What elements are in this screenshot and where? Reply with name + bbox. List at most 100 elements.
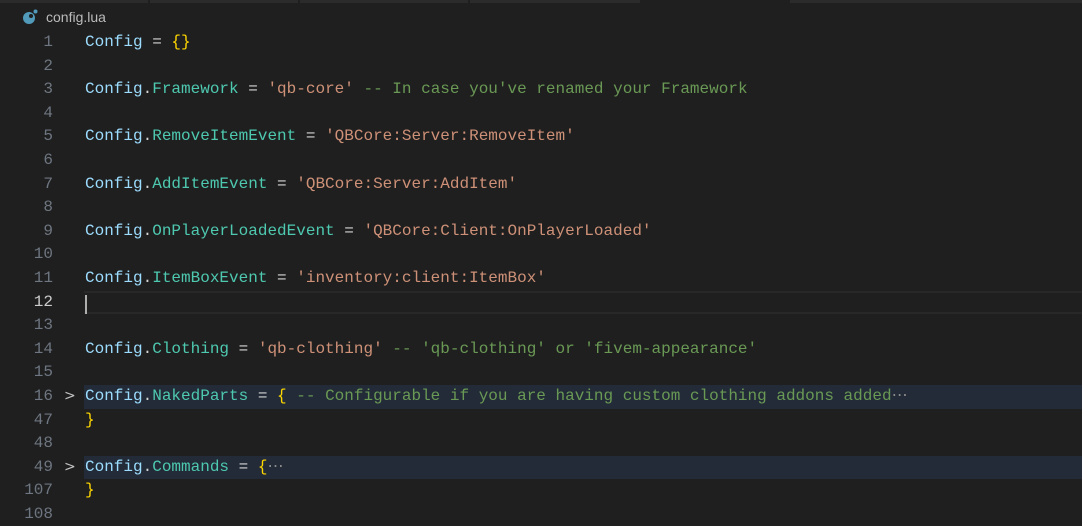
code-line[interactable]: 8 (0, 196, 1082, 220)
code-area[interactable]: } (84, 409, 1082, 433)
code-line[interactable]: 9 Config.OnPlayerLoadedEvent = 'QBCore:Cl… (0, 220, 1082, 244)
line-number: 49 (33, 457, 53, 476)
line-number: 5 (43, 127, 53, 146)
comment: -- Configurable if you are having custom… (286, 386, 892, 405)
code-line[interactable]: 47} (0, 409, 1082, 433)
chevron-right-icon[interactable]: > (64, 387, 76, 404)
breadcrumb[interactable]: config.lua (22, 6, 106, 28)
code-area[interactable] (84, 361, 1082, 385)
code-line[interactable]: 108 (0, 503, 1082, 526)
code-text: Config.OnPlayerLoadedEvent = 'QBCore:Cli… (85, 220, 652, 244)
tab-segment[interactable] (0, 0, 148, 3)
code-text: Config.ItemBoxEvent = 'inventory:client:… (85, 267, 546, 291)
tab-segment[interactable] (790, 0, 1082, 3)
code-line[interactable]: 13 (0, 314, 1082, 338)
string-literal: 'QBCore:Server:RemoveItem' (325, 127, 575, 146)
tab-segment[interactable] (300, 0, 468, 3)
tab-segment[interactable] (150, 0, 298, 3)
code-line[interactable]: 5 Config.RemoveItemEvent = 'QBCore:Server… (0, 125, 1082, 149)
code-area[interactable]: Config = {} (84, 31, 1082, 55)
breadcrumb-file-name[interactable]: config.lua (46, 9, 106, 25)
operator: = (238, 80, 268, 99)
comment: -- 'qb-clothing' or 'fivem-appearance' (382, 339, 758, 358)
property: RemoveItemEvent (152, 127, 297, 146)
code-area[interactable] (84, 102, 1082, 126)
string-literal: 'inventory:client:ItemBox' (296, 268, 546, 287)
folded-ellipsis[interactable]: ⋯ (267, 457, 284, 476)
code-area[interactable] (84, 314, 1082, 338)
code-line[interactable]: 107} (0, 479, 1082, 503)
code-area[interactable] (84, 55, 1082, 79)
code-line[interactable]: 10 (0, 243, 1082, 267)
folded-ellipsis[interactable]: ⋯ (891, 386, 908, 405)
operator: . (142, 174, 153, 193)
code-text: } (85, 409, 95, 433)
code-line[interactable]: 48 (0, 432, 1082, 456)
line-number: 108 (24, 504, 53, 523)
code-line[interactable]: 4 (0, 102, 1082, 126)
code-line[interactable]: 6 (0, 149, 1082, 173)
identifier: Config (85, 127, 143, 146)
code-area[interactable]: } (84, 479, 1082, 503)
identifier: Config (85, 457, 143, 476)
string-literal: 'QBCore:Server:AddItem' (296, 174, 518, 193)
code-area[interactable] (84, 243, 1082, 267)
property: ItemBoxEvent (152, 268, 268, 287)
code-text: Config.Framework = 'qb-core' -- In case … (85, 78, 748, 102)
code-area[interactable]: Config.RemoveItemEvent = 'QBCore:Server:… (84, 125, 1082, 149)
line-number: 8 (43, 198, 53, 217)
code-area[interactable]: Config.Clothing = 'qb-clothing' -- 'qb-c… (84, 338, 1082, 362)
property: Commands (152, 457, 230, 476)
code-text: } (85, 479, 95, 503)
operator: = (248, 386, 278, 405)
operator: = (142, 33, 172, 51)
line-number: 3 (43, 80, 53, 99)
operator: = (296, 127, 326, 146)
code-area[interactable]: Config.Commands = {⋯ (84, 455, 1082, 480)
property: Clothing (152, 339, 230, 358)
lua-file-icon (22, 9, 38, 25)
code-area[interactable] (84, 290, 1082, 315)
brace: { (257, 457, 268, 476)
code-area[interactable]: Config.ItemBoxEvent = 'inventory:client:… (84, 267, 1082, 291)
code-area[interactable]: Config.AddItemEvent = 'QBCore:Server:Add… (84, 173, 1082, 197)
line-number: 10 (33, 245, 53, 264)
chevron-right-icon[interactable]: > (64, 458, 76, 475)
code-text: Config.Commands = {⋯ (85, 456, 283, 480)
code-area[interactable] (84, 196, 1082, 220)
operator: . (142, 80, 153, 99)
code-area[interactable] (84, 503, 1082, 526)
identifier: Config (85, 268, 143, 287)
code-line[interactable]: 15 (0, 361, 1082, 385)
tab-bar-strip (0, 0, 1082, 3)
line-number: 48 (33, 434, 53, 453)
line-number: 6 (43, 150, 53, 169)
code-area[interactable] (84, 432, 1082, 456)
code-area[interactable] (84, 149, 1082, 173)
operator: . (142, 221, 153, 240)
code-line[interactable]: 49 > Config.Commands = {⋯ (0, 455, 1082, 480)
tab-segment[interactable] (470, 0, 640, 3)
code-line[interactable]: 16>Config.NakedParts = { -- Configurable… (0, 384, 1082, 409)
code-area[interactable]: Config.Framework = 'qb-core' -- In case … (84, 78, 1082, 102)
code-area[interactable]: Config.NakedParts = { -- Configurable if… (84, 384, 1082, 409)
code-line[interactable]: 2 (0, 55, 1082, 79)
code-area[interactable]: Config.OnPlayerLoadedEvent = 'QBCore:Cli… (84, 220, 1082, 244)
brace: { (277, 386, 287, 405)
brace: } (85, 410, 95, 429)
identifier: Config (85, 33, 143, 51)
identifier: Config (85, 386, 143, 405)
code-line[interactable]: 12 (0, 290, 1082, 315)
identifier: Config (85, 174, 143, 193)
operator: . (142, 268, 153, 287)
property: NakedParts (152, 386, 249, 405)
operator: . (142, 386, 153, 405)
line-number: 9 (43, 221, 53, 240)
code-line[interactable]: 3 Config.Framework = 'qb-core' -- In case… (0, 78, 1082, 102)
property: AddItemEvent (152, 174, 268, 193)
